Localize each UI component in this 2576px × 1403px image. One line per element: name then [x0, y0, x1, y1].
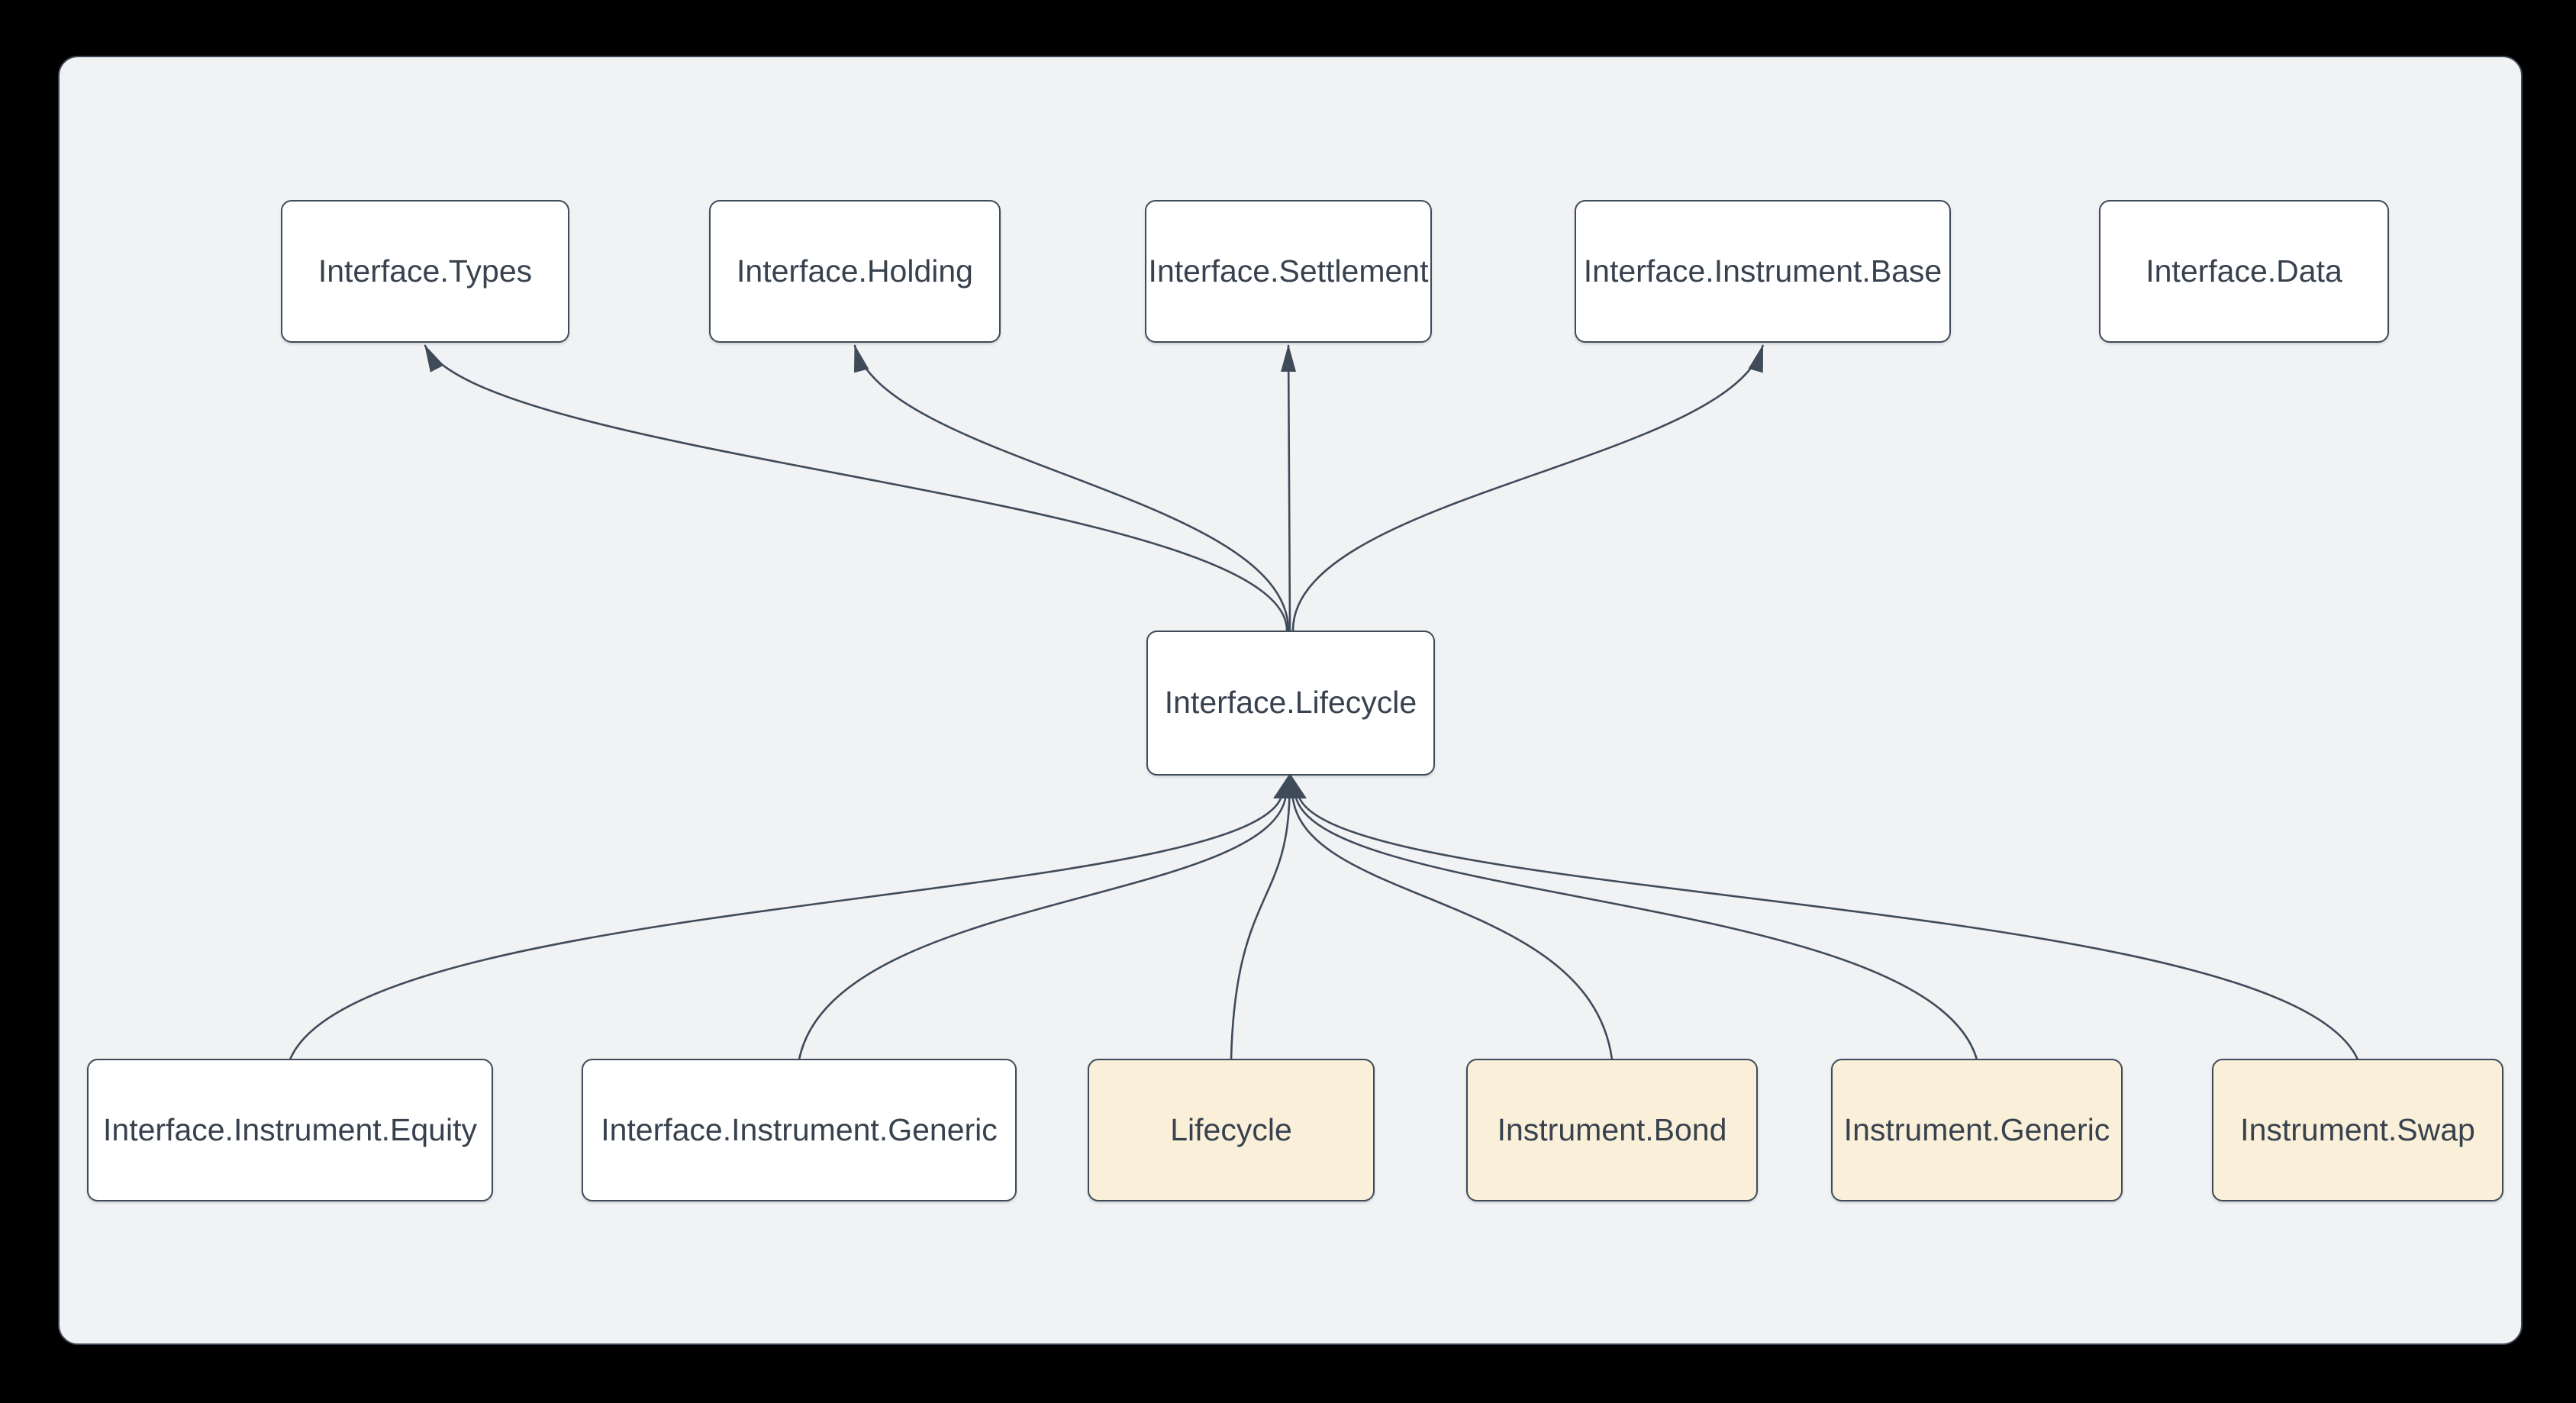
node-interface-lifecycle[interactable]: Interface.Lifecycle	[1146, 631, 1435, 776]
node-label: Lifecycle	[1170, 1111, 1292, 1147]
node-label: Instrument.Bond	[1497, 1111, 1727, 1147]
node-label: Interface.Holding	[737, 253, 973, 289]
node-lifecycle[interactable]: Lifecycle	[1088, 1059, 1375, 1201]
node-label: Interface.Settlement	[1148, 253, 1429, 289]
node-label: Interface.Instrument.Equity	[103, 1111, 477, 1147]
node-instrument-generic[interactable]: Instrument.Generic	[1831, 1059, 2123, 1201]
node-interface-types[interactable]: Interface.Types	[281, 200, 569, 343]
node-label: Instrument.Generic	[1843, 1111, 2110, 1147]
node-interface-instrument-equity[interactable]: Interface.Instrument.Equity	[87, 1059, 493, 1201]
node-interface-instrument-base[interactable]: Interface.Instrument.Base	[1575, 200, 1951, 343]
node-interface-settlement[interactable]: Interface.Settlement	[1145, 200, 1432, 343]
node-label: Instrument.Swap	[2240, 1111, 2475, 1147]
node-label: Interface.Data	[2146, 253, 2342, 289]
node-interface-holding[interactable]: Interface.Holding	[709, 200, 1001, 343]
node-label: Interface.Instrument.Base	[1583, 253, 1942, 289]
node-interface-instrument-generic[interactable]: Interface.Instrument.Generic	[582, 1059, 1017, 1201]
node-label: Interface.Instrument.Generic	[601, 1111, 998, 1147]
node-label: Interface.Lifecycle	[1164, 685, 1417, 721]
node-instrument-bond[interactable]: Instrument.Bond	[1466, 1059, 1758, 1201]
node-instrument-swap[interactable]: Instrument.Swap	[2212, 1059, 2503, 1201]
node-label: Interface.Types	[318, 253, 533, 289]
node-interface-data[interactable]: Interface.Data	[2099, 200, 2389, 343]
